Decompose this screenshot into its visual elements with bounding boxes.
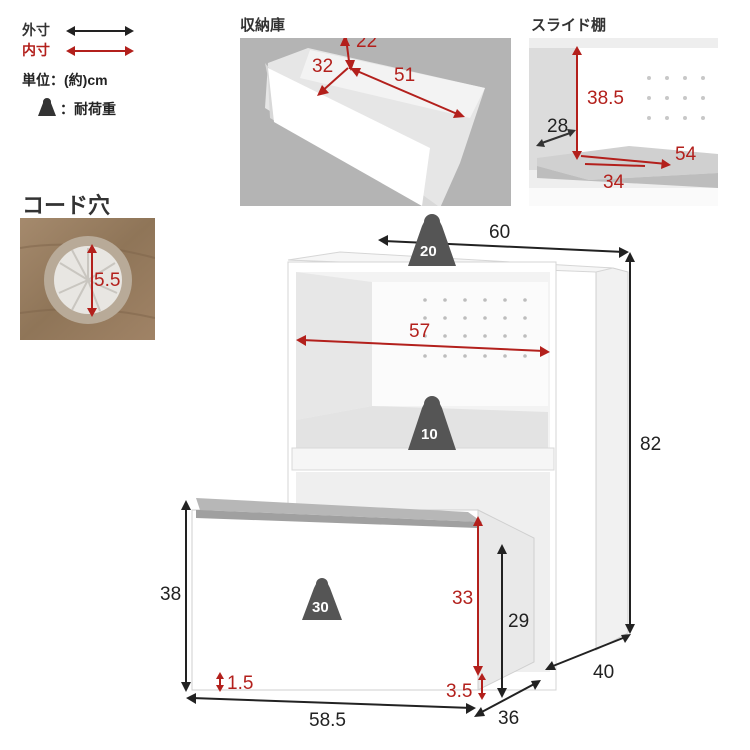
slide-inset-image: 38.5 28 54 34 (529, 38, 718, 206)
dim-drawer-inner-height: 33 (452, 588, 473, 609)
top-load-value: 20 (420, 243, 437, 260)
slide-height: 38.5 (587, 88, 624, 109)
dim-rear-height: 29 (508, 611, 529, 632)
unit-label: 単位：(約)cm (22, 72, 108, 88)
shelf-load-value: 10 (421, 426, 438, 443)
cord-hole-photo: 5.5 (20, 218, 155, 340)
weight-icon (302, 578, 342, 620)
dim-height-total: 82 (640, 434, 661, 455)
dim-side-depth: 40 (593, 662, 614, 683)
storage-height: 32 (312, 56, 333, 77)
cord-hole-diameter: 5.5 (94, 270, 120, 291)
slide-inner-depth: 34 (603, 172, 625, 193)
storage-title: 収納庫 (240, 17, 286, 34)
dim-drawer-width: 58.5 (309, 710, 346, 731)
drawer-load-value: 30 (312, 599, 329, 616)
weight-icon (408, 214, 456, 266)
storage-inset-image: 22 32 51 (240, 38, 511, 206)
legend-outer-label: 外寸 (22, 22, 50, 38)
legend-inner-label: 内寸 (22, 42, 50, 58)
dim-width-top: 60 (489, 222, 510, 243)
storage-depth: 22 (356, 38, 377, 52)
slide-outer-depth: 28 (547, 116, 568, 137)
slide-title: スライド棚 (531, 17, 607, 34)
dim-bottom-inner: 3.5 (446, 681, 472, 702)
dim-inner-width: 57 (409, 321, 430, 342)
dim-drawer-height: 38 (160, 584, 181, 605)
weight-icon (408, 396, 456, 450)
weight-icon (38, 98, 56, 116)
storage-width: 51 (394, 65, 415, 86)
slide-depth: 54 (675, 144, 697, 165)
load-label: ：耐荷重 (60, 101, 116, 117)
dim-drawer-depth: 36 (498, 708, 519, 729)
cord-hole-title: コード穴 (22, 193, 111, 218)
dim-bottom-gap: 1.5 (227, 673, 253, 694)
legend-arrows (66, 26, 134, 56)
